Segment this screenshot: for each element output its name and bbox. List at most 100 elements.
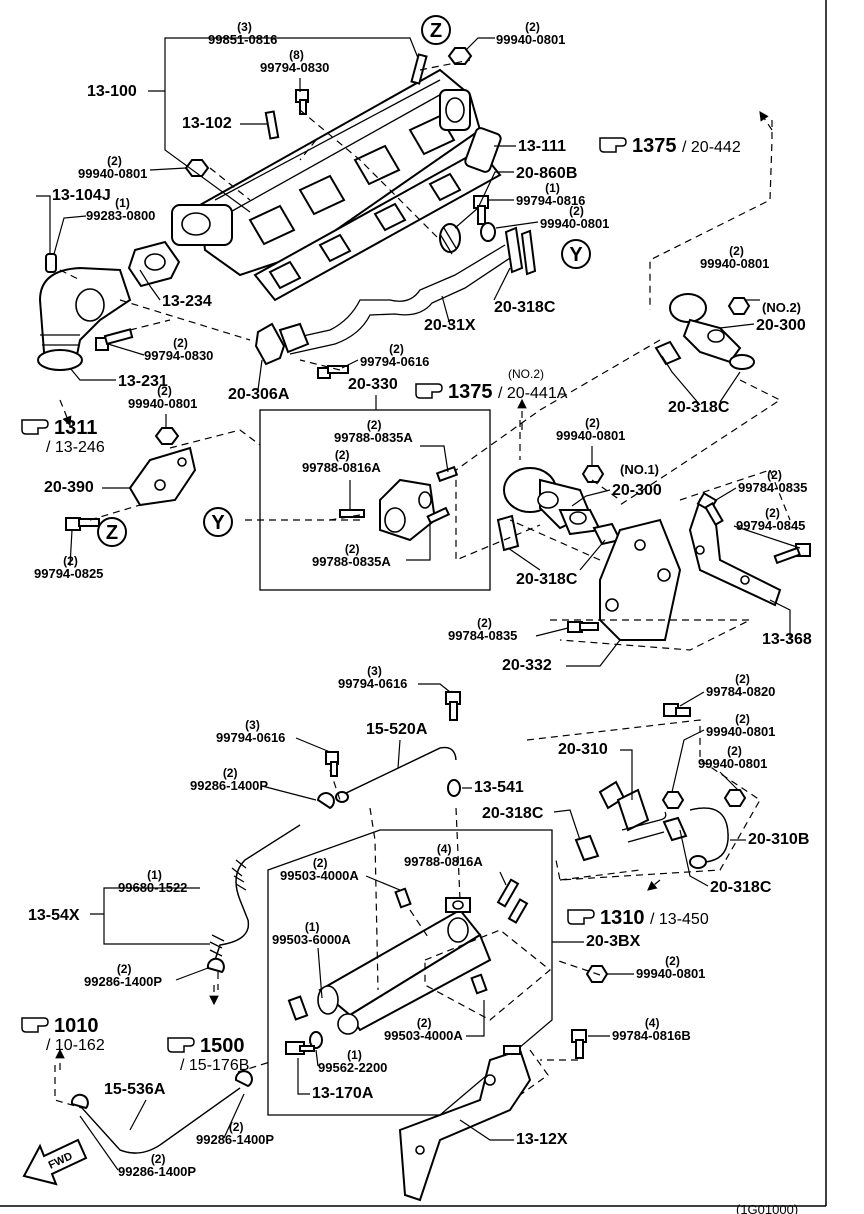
leader-lines [36,37,801,1171]
part-number: 13-54X [28,907,80,924]
egr-valve-20-300-no2 [669,293,755,370]
ref-number: 1500 [200,1035,245,1057]
part-number: 99283-0800 [86,208,155,223]
part-quantity: (2) [229,1120,244,1134]
part-number: 20-860B [516,165,577,182]
pointing-hand-icon [21,419,49,435]
label-20-332: 20-332 [502,657,552,674]
part-quantity: (1) [347,1048,362,1062]
ref-1310-13-450[interactable]: 1310/ 13-450 [567,907,709,929]
part-number: 13-541 [474,779,524,796]
part-quantity: (2) [157,384,172,398]
label-99680-1522: 99680-1522(1) [118,868,187,895]
label-99286-1400P-bottom: 99286-1400P(2) [118,1152,196,1179]
ref-1010-10-162[interactable]: 1010/ 10-162 [21,1015,105,1054]
part-quantity: (2) [765,506,780,520]
ref-1500-15-176b[interactable]: 1500/ 15-176B [167,1035,249,1074]
ref-page: / 13-246 [46,439,105,456]
bolt-99794-0845 [773,543,811,565]
part-quantity: (1) [305,920,320,934]
part-quantity: (2) [735,672,750,686]
part-number: 99503-4000A [384,1028,463,1043]
ref-page: / 20-441A [498,385,568,402]
label-13-541: 13-541 [474,779,524,796]
part-number: 20-300 [612,482,662,499]
part-quantity: (2) [389,342,404,356]
label-20-31X: 20-31X [424,317,476,334]
part-number: 99784-0816B [612,1028,691,1043]
part-number: 20-332 [502,657,552,674]
ref-note: (NO.2) [508,367,544,381]
part-number: 99784-0835 [448,628,517,643]
ref-1311-13-246[interactable]: 1311/ 13-246 [21,417,105,456]
stud-13-102 [264,110,280,140]
label-99940-0801-mid-right: 99940-0801(2) [706,712,775,739]
circle-letter: Z [430,20,442,42]
label-99794-0616-mid: 99794-0616(3) [216,718,285,745]
part-quantity: (2) [173,336,188,350]
part-number: 99940-0801 [128,396,197,411]
part-quantity: (2) [63,554,78,568]
part-quantity: (4) [645,1016,660,1030]
part-number: 13-368 [762,631,812,648]
part-quantity: (8) [289,48,304,62]
part-number: 99503-4000A [280,868,359,883]
part-number: 20-318C [494,299,556,316]
ref-number: 1310 [600,907,645,929]
label-13-54X: 13-54X [28,907,80,924]
label-99788-0816A: 99788-0816A(2) [302,448,381,475]
nut-99940-0801-top [447,47,473,65]
tube-15-520A [335,746,457,803]
ref-number: 1311 [54,417,97,439]
circle-letter: Z [106,522,118,544]
part-number: 99794-0616 [216,730,285,745]
label-99794-0616-lower: 99794-0616(3) [338,664,407,691]
part-number: 20-318C [482,805,544,822]
bracket-20-390 [128,446,197,507]
part-quantity: (3) [237,20,252,34]
label-13-170A: 13-170A [312,1085,374,1102]
ref-1375-20-441a[interactable]: (NO.2) 1375 / 20-441A [415,367,568,403]
footer-code: (1G01000) [736,1202,798,1214]
part-number: 99940-0801 [636,966,705,981]
plug-99503-6000A [287,995,309,1021]
part-number: 99794-0616 [360,354,429,369]
ref-1375-20-442[interactable]: 1375/ 20-442 [599,135,741,157]
label-99562-2200: 99562-2200(1) [318,1048,387,1075]
label-20-3BX: 20-3BX [586,933,641,950]
part-number: (NO.2) [762,300,801,315]
pipe-20-310 [598,780,667,843]
part-quantity: (2) [335,448,350,462]
part-quantity: (2) [665,954,680,968]
box-20-3BX [267,829,553,1116]
bolt-99784-0835-right [696,491,724,527]
part-quantity: (2) [345,542,360,556]
nut-99940-0801-far-right [723,789,747,807]
label-99794-0845: 99794-0845(2) [736,506,805,533]
label-13-368: 13-368 [762,631,812,648]
part-number: 13-234 [162,293,212,310]
part-number: 99788-0835A [334,430,413,445]
part-number: 99794-0845 [736,518,805,533]
plug-13-104J [45,253,57,273]
clamp-99286-1400P-bottom [70,1093,89,1110]
nut-99940-0801-mid-right [661,791,685,809]
part-number: 13-104J [52,187,111,204]
gasket-20-318C-lower-a [574,834,600,862]
label-20-318C-upper: 20-318C [494,299,556,316]
part-quantity: (3) [245,718,260,732]
part-number: 20-318C [668,399,730,416]
clamp-99286-1400P-mid [206,957,225,974]
ref-number: 1375 [448,381,493,403]
pointing-hand-icon [21,1017,49,1033]
part-quantity: (2) [477,616,492,630]
exhaust-elbow-13-231 [37,266,132,371]
part-number: 99794-0816 [516,193,585,208]
label-99940-0801-mid: 99940-0801(2) [540,204,609,231]
label-20-300-no2: 20-300 [756,317,806,334]
label-15-536A: 15-536A [104,1081,166,1098]
part-number: 99940-0801 [78,166,147,181]
bolt-99794-0830-left [95,328,134,351]
label-99940-0801-right: 99940-0801(2) [700,244,769,271]
